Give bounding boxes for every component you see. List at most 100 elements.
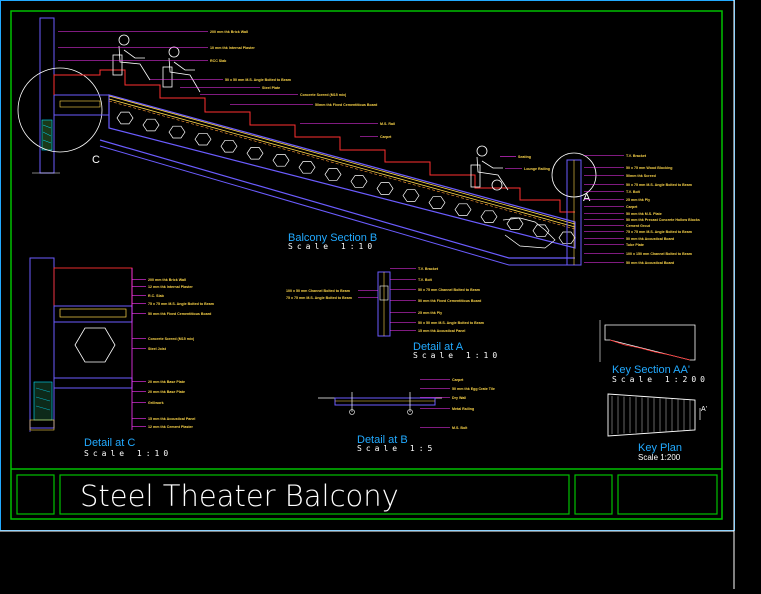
section-note: Concrete Screed (M15 mix) [300,93,347,97]
detail-a: Detail at A Scale 1:10 [377,271,501,360]
detail-c-note: 12 mm thk Cement Plaster [148,425,194,429]
section-note: 75 x 75 mm M.S. Angle Bolted to Beam [626,230,692,234]
detail-a-note: 75 x 75 mm M.S. Angle Bolted to Beam [286,296,352,300]
hexagon-opening [376,182,394,195]
hexagon-opening [298,161,316,174]
hexagon-opening [168,125,186,139]
hexagon-opening [402,189,420,202]
key-section-title: Key Section AA' [612,364,690,376]
hexagon-opening [532,224,550,238]
detail-a-note: 50 mm thk Fixed Cementitious Board [418,299,481,303]
key-plan: A' Key Plan Scale 1:200 [607,393,707,462]
detail-c-note: 20 mm thk Base Plate [148,380,185,384]
detail-c-note: Concrete Screed (M15 mix) [148,337,195,341]
detail-b-note: M.S. Bolt [452,426,468,430]
hexagon-opening [428,196,446,209]
key-plan-scale: Scale 1:200 [638,453,681,462]
hexagon-opening [194,132,212,146]
detail-c-note: R.C. Slab [148,294,165,298]
section-note: 50 x 75 mm M.S. Angle Bolted to Beam [626,183,692,187]
detail-a-note: 50 x 75 mm Channel Bolted to Beam [418,288,480,292]
detail-c-scale: Scale 1:10 [84,449,172,458]
hexagon-opening [272,154,290,167]
section-note: Seating [518,155,531,159]
detail-b-title: Detail at B [357,434,408,446]
detail-c-title: Detail at C [84,437,135,449]
hexagon-opening [220,139,238,153]
section-note: Lounge Railing [524,167,550,171]
marker-a-label: A [583,192,591,204]
detail-a-scale: Scale 1:10 [413,351,501,360]
section-note: 25 mm thk Ply [626,198,650,202]
detail-b-note: Dry Wall [452,396,466,400]
marker-c-label: C [92,154,100,166]
section-note: 50mm thk Screed [626,174,656,178]
section-note: 50 mm thk M.S. Plate [626,212,662,216]
title-block [16,474,718,515]
section-note: M.S. Rail [380,122,395,126]
detail-c-note: 20 mm thk Base Plate [148,390,185,394]
hexagon-opening [350,175,368,188]
detail-a-note: 50 x 50 mm M.S. Angle Bolted to Beam [418,321,484,325]
key-plan-marker: A' [701,406,707,413]
detail-c-note: 75 x 75 mm M.S. Angle Bolted to Beam [148,302,214,306]
hexagon-opening [558,231,576,245]
detail-b-scale: Scale 1:5 [357,444,436,453]
section-note: T.V. Bolt [626,190,641,194]
section-note: T.V. Bracket [626,154,647,158]
detail-b-note: Metal Railing [452,407,474,411]
section-note: 100 x 150 mm Channel Bolted to Beam [626,252,692,256]
seated-figures [112,34,509,191]
detail-b-note: Carpet [452,378,464,382]
detail-c-note: 15 mm thk Acoustical Panel [148,417,195,421]
detail-a-title: Detail at A [413,341,464,353]
section-note: Tube Plate [626,243,644,247]
section-title: Balcony Section B [288,232,377,244]
hexagon-opening [324,168,342,181]
detail-b: Detail at B Scale 1:5 [318,392,442,453]
section-note: Cement Grout [626,224,651,228]
hexagon-opening [142,118,160,132]
detail-b-note: 50 mm thk Egg Crate Tile [452,387,495,391]
hexagon-opening [246,147,264,160]
detail-c-marker[interactable] [17,67,103,153]
castellated-beam [116,111,576,245]
section-notes: 200 mm thk Brick Wall 10 mm thk Internal … [58,30,700,265]
detail-c-note: Steel Joist [148,347,167,351]
hexagon-opening [116,111,134,125]
detail-c-note: 50 mm thk Fixed Cementitious Board [148,312,211,316]
detail-a-note: T.V. Bolt [418,278,433,282]
section-note: RCC Slab [210,59,227,63]
section-note: 50 mm thk Precast Concrete Hollow Blocks [626,218,700,222]
section-note: 50 mm thk Acoustical Board [626,237,674,241]
section-note: 10 mm thk Internal Plaster [210,46,255,50]
key-plan-title: Key Plan [638,442,682,454]
detail-a-note: T.V. Bracket [418,267,439,271]
detail-a-marker[interactable] [551,152,597,198]
balcony-section: C A [17,17,597,266]
detail-a-note: 25 mm thk Ply [418,311,442,315]
hexagon-opening [480,210,498,223]
key-section: Key Section AA' Scale 1:200 [599,320,705,384]
section-note: 200 mm thk Brick Wall [210,30,248,34]
section-note: Carpet [380,135,392,139]
hexagon-opening [506,217,524,230]
detail-c-note: 200 mm thk Brick Wall [148,278,186,282]
section-note: 50 x 50 mm M.S. Angle Bolted to Beam [225,78,291,82]
section-note: Carpet [626,205,638,209]
section-scale: Scale 1:10 [288,242,376,251]
detail-c-note: 12 mm thk Internal Plaster [148,285,193,289]
detail-c: Detail at C Scale 1:10 [29,257,172,458]
hexagon-opening [454,203,472,216]
detail-c-notes: 200 mm thk Brick Wall 12 mm thk Internal … [132,278,214,429]
section-note: 50 x 75 mm Wood Blocking [626,166,672,170]
section-note: 50 mm thk Acoustical Board [626,261,674,265]
detail-a-note: 15 mm thk Acoustical Panel [418,329,465,333]
section-note: 50mm thk Fixed Cementitious Board [315,103,377,107]
drawing-title: Steel Theater Balcony [80,479,399,513]
section-note: Steel Plate [262,86,280,90]
